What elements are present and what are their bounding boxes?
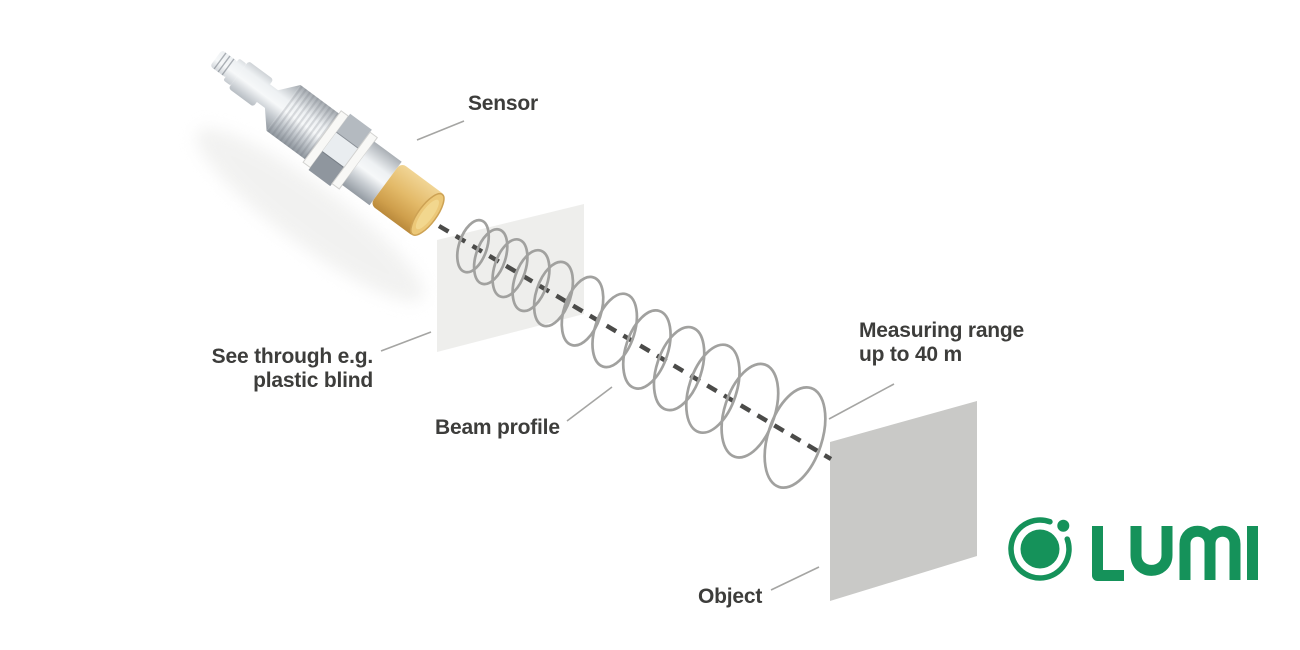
beam-ring [763,385,827,490]
beam-ring [684,343,741,435]
sensor-hex-nut [308,113,372,187]
object-plane [830,401,977,601]
sensor-transducer-face-inner [415,199,439,230]
letter-u [1130,525,1173,576]
object-label: Object [698,585,763,608]
sensor-device [211,51,445,236]
sensor-neck [256,83,279,109]
beam-ring [455,218,491,274]
see-through-label: See through e.g. plastic blind [211,345,374,393]
beam-ring [621,309,672,390]
beam-ring [652,325,706,412]
beam-ring [591,292,639,369]
beam-axis-dashed-line [437,224,833,461]
see-through-blind-plane [437,204,584,352]
beam-profile-label: Beam profile [435,416,560,439]
sensor-barrel-threads [266,85,340,160]
stub-thread-line [221,58,235,76]
see-through-leader-line [380,331,432,352]
letter-l [1092,525,1124,581]
sensor-label: Sensor [468,92,538,115]
see-through-label-line2: plastic blind [253,369,373,392]
see-through-label-line1: See through e.g. [211,345,374,368]
sensor-collar [224,59,246,85]
measuring-range-label-line1: Measuring range [859,319,1025,342]
letter-m [1179,525,1241,580]
sensor-leader-line [416,120,465,141]
sensor-cone [264,85,301,131]
object-leader-line [770,566,820,591]
beam-ring [472,227,509,286]
beam-rings [455,218,827,490]
measuring-range-label-line2: up to 40 m [859,343,963,366]
beam-ring [532,260,575,328]
beam-ring [511,248,551,313]
measuring-range-label: Measuring range up to 40 m [859,319,1024,367]
sensor-front-barrel [342,141,402,206]
sensor-washer-rear [331,131,379,190]
lumi-logo: LUMI [1005,514,1264,584]
sensor-shadow [196,128,424,302]
stub-thread-line [217,55,231,73]
stub-thread-line [213,52,227,70]
beam-ring [491,238,529,299]
beam-profile-leader-line [566,386,613,422]
measuring-range-leader-line [828,383,895,420]
lumi-logo-icon [1008,517,1072,581]
lumi-wordmark [1092,525,1258,581]
